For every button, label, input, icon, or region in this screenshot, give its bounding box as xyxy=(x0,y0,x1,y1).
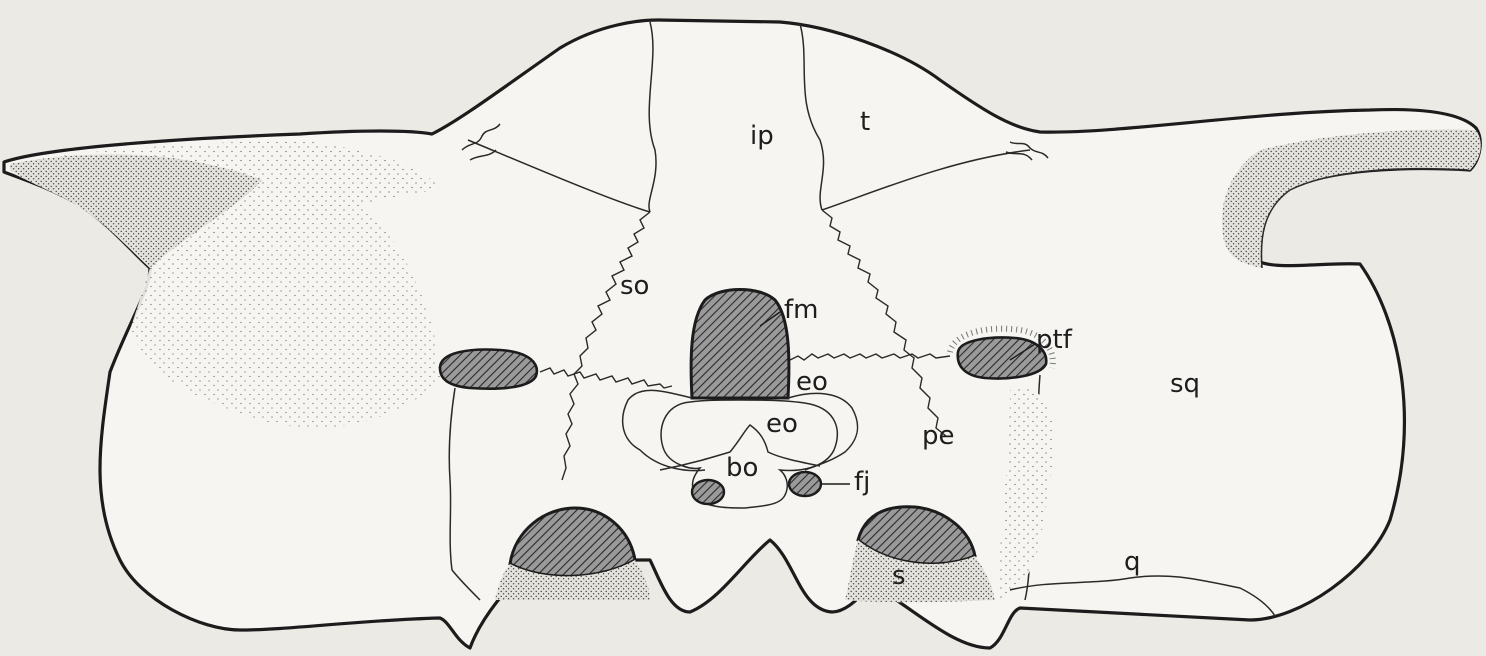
label-eo-upper: eo xyxy=(796,367,828,397)
foramen-magnum xyxy=(691,290,789,399)
label-eo-lower: eo xyxy=(766,409,798,439)
label-pe: pe xyxy=(922,421,955,451)
label-ptf: ptf xyxy=(1036,325,1073,355)
label-t: t xyxy=(860,107,870,137)
right-horn-dense xyxy=(1222,129,1481,268)
label-s: s xyxy=(892,561,906,591)
label-bo: bo xyxy=(726,453,758,483)
post-temporal-fossa-left xyxy=(440,350,537,389)
label-sq: sq xyxy=(1170,369,1200,399)
jugular-foramen-right xyxy=(789,472,821,496)
label-so: so xyxy=(620,271,649,301)
label-fm: fm xyxy=(784,295,818,325)
label-ip: ip xyxy=(750,121,774,151)
label-fj: fj xyxy=(854,467,870,497)
jugular-foramen-left xyxy=(692,480,724,504)
label-q: q xyxy=(1124,547,1141,577)
post-temporal-fossa-right xyxy=(958,338,1047,379)
